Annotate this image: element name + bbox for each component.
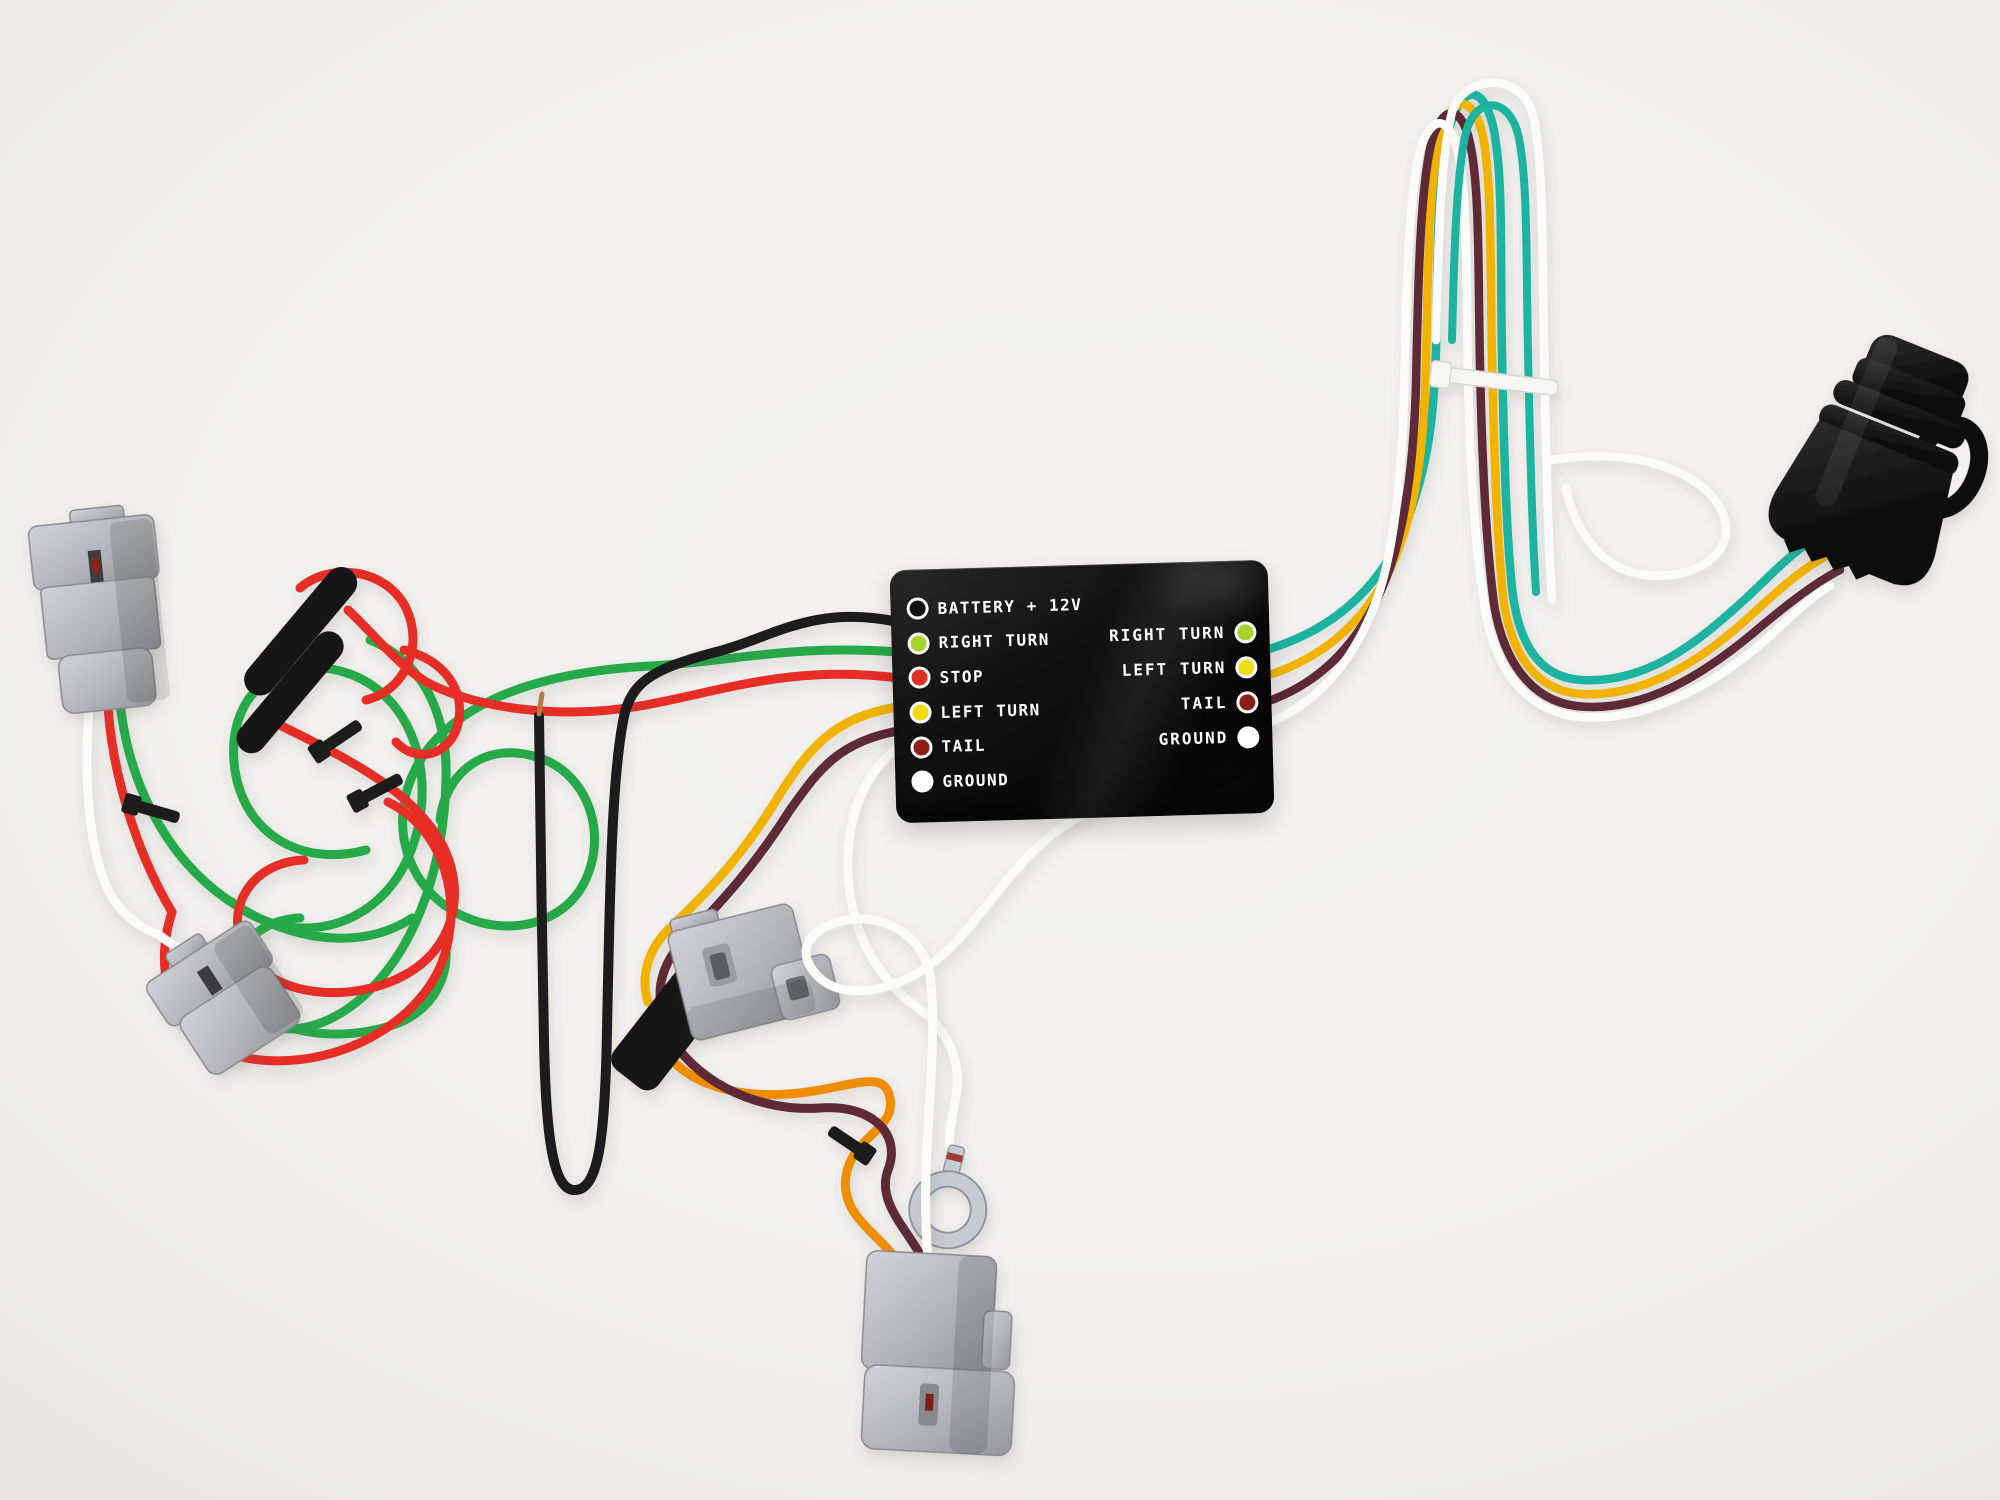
tail-indicator-dot	[910, 735, 933, 759]
right-turn-out-label: RIGHT TURN	[1108, 622, 1226, 646]
wire-green-right-turn	[398, 645, 903, 931]
wire-white-ground	[843, 743, 962, 1153]
connector-bottom	[860, 1250, 1016, 1457]
ground-out-dot	[1237, 725, 1260, 749]
connector-right-trailer-plug	[1768, 334, 1989, 586]
connector-center	[667, 903, 841, 1041]
tail-out-dot	[1236, 690, 1259, 714]
port-row-ground: GROUND	[911, 760, 1088, 799]
wire-white-from-connector-a	[82, 695, 163, 939]
left-turn-label: LEFT TURN	[940, 699, 1041, 722]
wire-yellow-bundle	[1261, 99, 1831, 699]
wire-green-coil	[227, 662, 427, 933]
left-turn-out-label: LEFT TURN	[1121, 657, 1227, 680]
cable-tie-2	[307, 720, 363, 764]
wire-brown-to-bottom-connector	[667, 1035, 927, 1263]
ground-out-label: GROUND	[1158, 727, 1229, 749]
tail-out-label: TAIL	[1180, 692, 1228, 714]
wire-brown-tail-left	[655, 726, 903, 1013]
battery-label: BATTERY + 12V	[937, 594, 1083, 618]
heat-shrink-splice-1	[244, 566, 358, 696]
right-turn-indicator-dot	[907, 632, 930, 655]
wire-teal-bundle-2	[1448, 101, 1540, 596]
converter-right-legend: RIGHT TURN LEFT TURN TAIL GROUND	[1109, 614, 1260, 758]
wire-red-stop	[343, 605, 903, 717]
cable-tie-3	[346, 773, 403, 813]
heat-shrink-splice-2	[236, 631, 344, 754]
port-row-stop: STOP	[908, 656, 1085, 695]
wire-white-bundle	[1261, 119, 1835, 729]
right-bundle	[1261, 78, 1845, 729]
cable-tie-white	[1428, 360, 1559, 396]
ring-terminal	[908, 1144, 988, 1250]
left-turn-indicator-dot	[909, 701, 932, 724]
wire-yellow-left-turn	[640, 702, 903, 1007]
wire-black-stripped-tip	[536, 691, 545, 717]
port-row-left-turn-out: LEFT TURN	[1121, 649, 1258, 688]
port-row-ground-out: GROUND	[1158, 719, 1260, 757]
right-turn-out-dot	[1234, 620, 1257, 644]
port-row-battery: BATTERY + 12V	[906, 587, 1083, 626]
ground-label: GROUND	[942, 769, 1010, 791]
wire-white-side-loop	[1547, 451, 1731, 580]
wire-teal-bundle	[1261, 90, 1817, 685]
stop-label: STOP	[939, 666, 985, 687]
battery-wire-group	[534, 611, 903, 1195]
tail-label: TAIL	[941, 735, 987, 757]
stop-indicator-dot	[908, 666, 931, 690]
right-turn-label: RIGHT TURN	[938, 630, 1051, 653]
battery-indicator-dot	[906, 597, 929, 621]
converter-left-legend: BATTERY + 12V RIGHT TURN STOP LEFT TURN …	[906, 587, 1087, 799]
wire-red-loop-1	[233, 709, 459, 998]
wire-red-inner-hairpin	[391, 645, 464, 759]
cable-tie-4	[827, 1126, 877, 1166]
connector-mid-left	[146, 920, 304, 1075]
wire-white-loop-to-bottom	[801, 719, 1269, 1265]
wire-white-bundle-2	[1431, 78, 1557, 605]
port-row-tail: TAIL	[910, 725, 1087, 764]
wire-brown-bundle	[1261, 109, 1845, 712]
cable-tie-1	[121, 793, 180, 823]
ground-indicator-dot	[911, 770, 934, 794]
wire-black-battery	[534, 611, 903, 1195]
connector-top-left	[27, 504, 170, 714]
wire-green-from-connector-a	[115, 697, 417, 943]
left-turn-out-dot	[1235, 655, 1258, 679]
port-row-tail-out: TAIL	[1180, 684, 1259, 721]
port-row-right-turn-out: RIGHT TURN	[1109, 614, 1257, 653]
converter-box: BATTERY + 12V RIGHT TURN STOP LEFT TURN …	[889, 559, 1275, 824]
port-row-right-turn: RIGHT TURN	[907, 622, 1084, 661]
port-row-left-turn: LEFT TURN	[909, 691, 1086, 730]
